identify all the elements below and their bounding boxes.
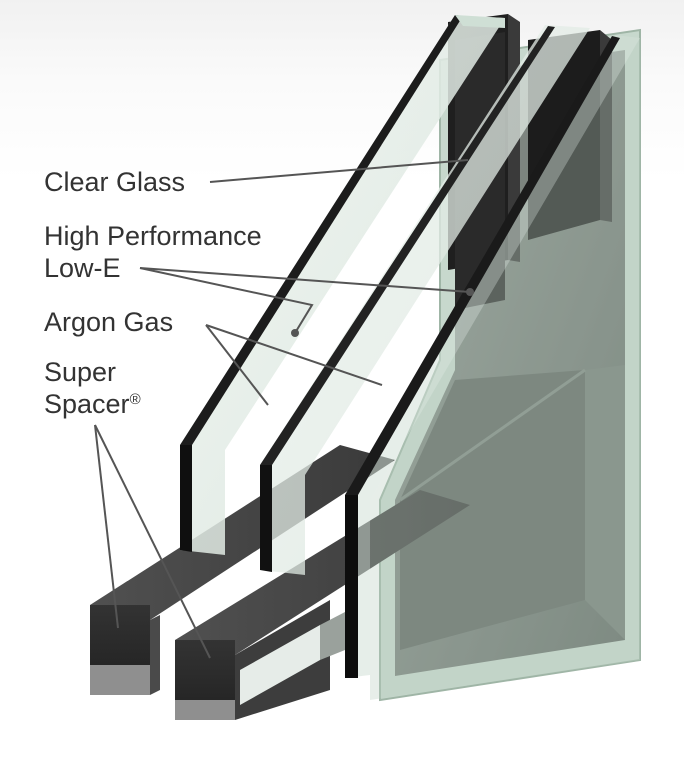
spacer-leader-left [94,424,119,629]
clear-glass-leader [209,159,469,183]
high-performance-text: High Performance [44,221,262,251]
argon-gas-text: Argon Gas [44,307,174,337]
outer-glass-pane [345,35,640,700]
middle-glass-pane [260,25,590,575]
front-glass-pane [180,15,505,555]
spacer-leader-right [94,424,211,659]
low-e-leader-left [139,267,314,334]
argon-gas-label: Argon Gas [44,306,173,338]
low-e-leader-right [139,267,471,293]
high-performance-label: High Performance Low-E [44,220,262,284]
leader-lines [94,159,471,659]
registered-mark: ® [129,391,141,408]
super-spacer-label: Super Spacer® [44,356,141,420]
spacer-text: Spacer [44,389,130,419]
argon-gas-leader-left [205,324,269,406]
low-e-text: Low-E [44,253,121,283]
super-text: Super [44,357,117,387]
clear-glass-text: Clear Glass [44,167,186,197]
leader-dots [291,288,474,337]
super-spacer-bars [90,445,470,720]
clear-glass-label: Clear Glass [44,166,185,198]
argon-gas-leader-right [205,324,383,386]
